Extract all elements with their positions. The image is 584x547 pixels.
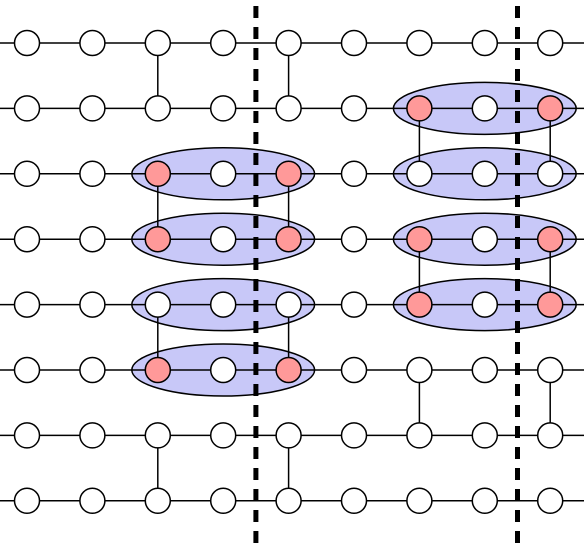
lattice-node — [275, 291, 302, 318]
highlighted-node — [275, 225, 302, 253]
lattice-node — [471, 29, 499, 57]
lattice-node — [79, 95, 106, 122]
lattice-node — [340, 225, 368, 253]
lattice-node — [536, 29, 564, 57]
lattice-node — [13, 487, 41, 515]
highlighted-node — [536, 95, 564, 122]
lattice-node — [13, 422, 41, 449]
lattice-node — [13, 29, 41, 57]
node-layer — [13, 29, 564, 515]
lattice-node — [144, 422, 172, 449]
lattice-node — [209, 160, 237, 188]
lattice-node — [536, 487, 564, 515]
lattice-node — [144, 487, 172, 515]
lattice-node — [209, 29, 237, 57]
lattice-node — [340, 291, 368, 318]
lattice-node — [209, 291, 237, 318]
lattice-node — [471, 291, 499, 318]
highlighted-node — [144, 356, 172, 384]
lattice-node — [209, 95, 237, 122]
lattice-node — [144, 95, 172, 122]
lattice-node — [406, 356, 433, 384]
lattice-node — [275, 95, 302, 122]
lattice-node — [340, 422, 368, 449]
lattice-node — [275, 29, 302, 57]
lattice-node — [209, 356, 237, 384]
lattice-node — [340, 487, 368, 515]
lattice-node — [144, 29, 172, 57]
lattice-node — [406, 422, 433, 449]
divider-layer — [253, 6, 520, 547]
lattice-node — [79, 29, 106, 57]
highlighted-node — [144, 160, 172, 188]
lattice-node — [13, 160, 41, 188]
lattice-node — [340, 356, 368, 384]
lattice-node — [340, 95, 368, 122]
lattice-node — [79, 291, 106, 318]
lattice-node — [536, 356, 564, 384]
lattice-node — [471, 160, 499, 188]
lattice-node — [275, 422, 302, 449]
lattice-node — [209, 487, 237, 515]
highlighted-node — [275, 356, 302, 384]
highlighted-node — [406, 291, 433, 318]
highlighted-node — [144, 225, 172, 253]
lattice-node — [13, 225, 41, 253]
lattice-node — [340, 29, 368, 57]
lattice-node — [471, 422, 499, 449]
lattice-node — [79, 160, 106, 188]
lattice-node — [79, 225, 106, 253]
highlighted-node — [406, 225, 433, 253]
lattice-node — [13, 95, 41, 122]
lattice-node — [406, 160, 433, 188]
lattice-node — [536, 160, 564, 188]
lattice-node — [79, 422, 106, 449]
lattice-node — [536, 422, 564, 449]
lattice-node — [79, 487, 106, 515]
lattice-node — [471, 225, 499, 253]
highlighted-node — [275, 160, 302, 188]
lattice-node — [79, 356, 106, 384]
lattice-node — [144, 291, 172, 318]
lattice-node — [209, 225, 237, 253]
lattice-node — [13, 356, 41, 384]
highlighted-node — [406, 95, 433, 122]
lattice-node — [471, 95, 499, 122]
lattice-node — [340, 160, 368, 188]
lattice-node — [406, 29, 433, 57]
highlighted-node — [536, 225, 564, 253]
lattice-node — [13, 291, 41, 318]
lattice-node — [406, 487, 433, 515]
lattice-node — [209, 422, 237, 449]
lattice-node — [471, 487, 499, 515]
highlighted-node — [536, 291, 564, 318]
lattice-node — [471, 356, 499, 384]
lattice-node — [275, 487, 302, 515]
